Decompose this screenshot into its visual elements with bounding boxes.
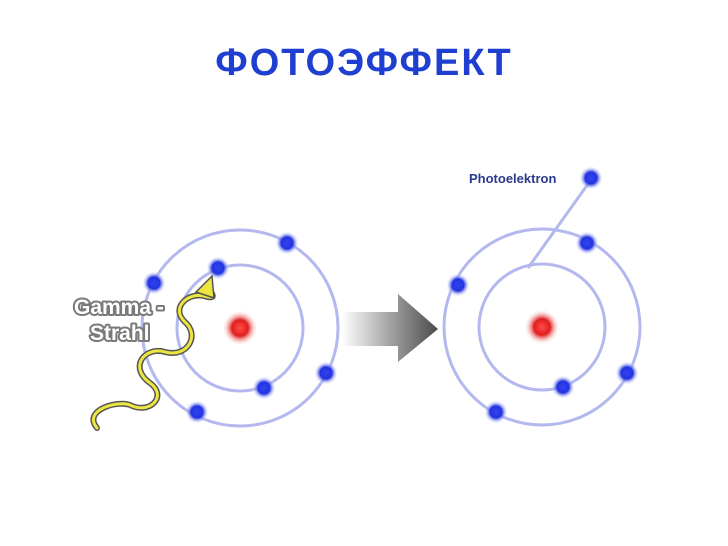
- transition-arrow: [342, 294, 438, 362]
- electron: [185, 400, 209, 424]
- atom-before: [140, 228, 340, 428]
- photoelectron-trail: [526, 183, 590, 269]
- electron: [314, 361, 338, 385]
- electron: [275, 231, 299, 255]
- photoelectron: [579, 166, 603, 190]
- electron: [484, 400, 508, 424]
- electron: [142, 271, 166, 295]
- nucleus: [222, 310, 258, 346]
- gamma-label-line1: Gamma -: [74, 296, 164, 319]
- gamma-arrowhead: [194, 274, 215, 300]
- electron: [615, 361, 639, 385]
- outer-orbit: [140, 228, 340, 428]
- page-title: ФОТОЭФФЕКТ: [215, 42, 513, 84]
- electron: [551, 375, 575, 399]
- photoelectron-label: Photoelektron: [469, 171, 556, 186]
- electron: [252, 376, 276, 400]
- inner-orbit: [477, 262, 607, 392]
- inner-orbit: [175, 263, 305, 393]
- electron: [206, 256, 230, 280]
- gamma-label-line2: Strahl: [90, 322, 150, 345]
- atom-after: [442, 166, 642, 427]
- electron: [446, 273, 470, 297]
- gamma-ray: [90, 274, 216, 431]
- electron: [575, 231, 599, 255]
- nucleus: [524, 309, 560, 345]
- outer-orbit: [442, 227, 642, 427]
